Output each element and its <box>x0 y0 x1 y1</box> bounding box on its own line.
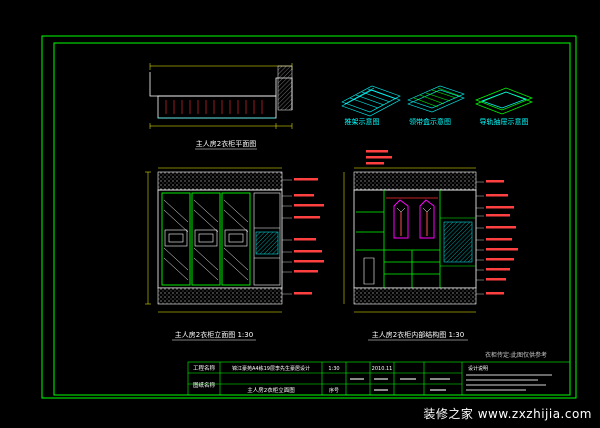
hanger-rack-title: 推架示意图 <box>345 117 380 126</box>
hanging-coat-right <box>419 199 435 239</box>
drawing-label: 图纸名称 <box>193 381 216 389</box>
drawer-title: 导轨抽屉示意图 <box>480 117 529 126</box>
inner-border <box>53 42 571 396</box>
project-label: 工程名称 <box>193 364 216 372</box>
hanging-coat-left <box>393 199 409 239</box>
reference-note: 衣柜传定:此图仅供参考 <box>485 351 547 359</box>
tie-box-title: 领带盒示意图 <box>409 117 451 126</box>
plan-title: 主人房2衣柜平面图 <box>196 139 256 148</box>
number-label: 序号 <box>329 387 339 394</box>
site-watermark: 装修之家 www.zxzhijia.com <box>423 407 592 421</box>
title-block <box>187 361 571 396</box>
scale-value: 1:30 <box>328 366 339 372</box>
wardrobe-front-elevation[interactable] <box>145 167 324 313</box>
design-note-label: 设计说明 <box>468 365 488 372</box>
date-value: 2010.11 <box>372 366 393 372</box>
wardrobe-internal-structure[interactable] <box>343 150 518 313</box>
wardrobe-plan-view <box>149 63 293 129</box>
tie-box-isometric <box>407 85 465 113</box>
structure-title: 主人房2衣柜内部结构图 1:30 <box>372 330 464 339</box>
project-name: 锦江豪苑A4栋19层李先生豪居设计 <box>232 365 310 372</box>
drawer-isometric <box>475 87 533 115</box>
outer-border <box>41 35 577 399</box>
hanger-rack-isometric <box>341 85 401 117</box>
elevation-title: 主人房2衣柜立面图 1:30 <box>175 330 253 339</box>
drawing-name: 主人房2衣柜立面图 <box>247 386 295 394</box>
